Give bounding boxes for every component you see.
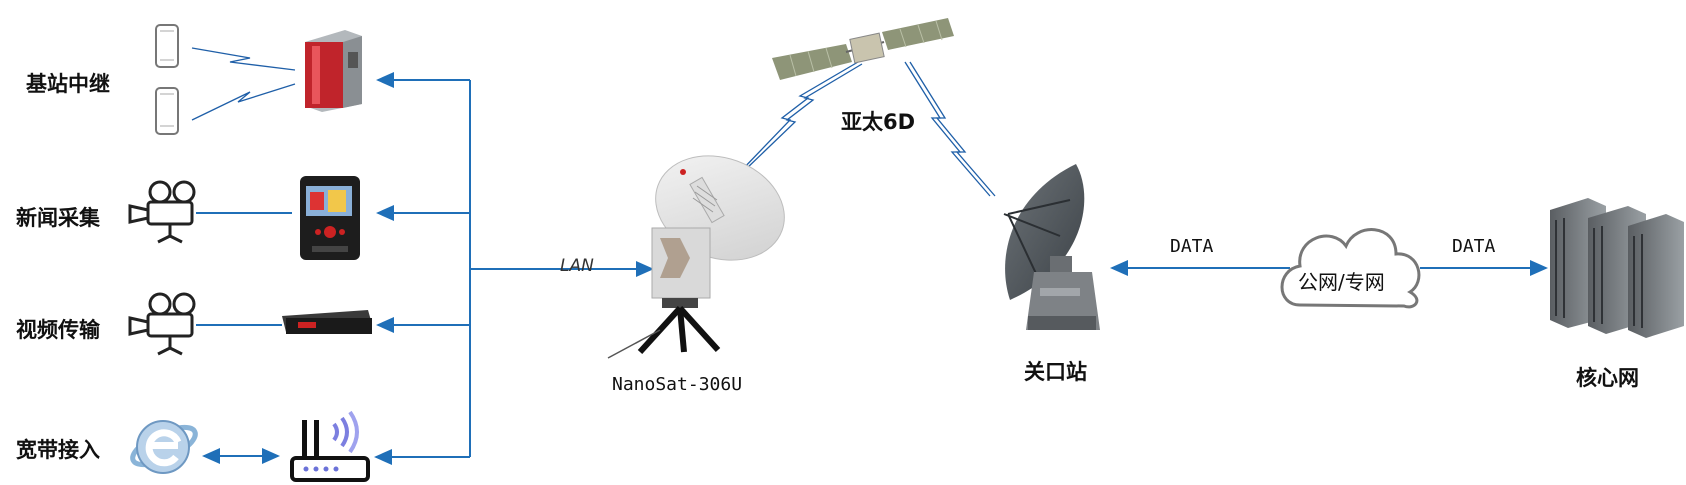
phone-icon	[155, 87, 179, 135]
video-encoder-icon	[282, 310, 372, 334]
label-gateway: 关口站	[1024, 360, 1087, 384]
news-encoder-icon	[300, 176, 360, 260]
label-terminal: NanoSat-306U	[612, 374, 743, 395]
phone-icon	[155, 24, 179, 68]
router-icon	[290, 410, 370, 482]
label-broadband: 宽带接入	[16, 438, 100, 462]
label-lan: LAN	[560, 256, 594, 276]
label-news: 新闻采集	[16, 206, 100, 230]
label-satellite: 亚太6D	[841, 110, 916, 134]
label-core: 核心网	[1576, 366, 1639, 390]
label-video: 视频传输	[16, 318, 100, 342]
satellite-icon	[772, 18, 954, 80]
cloud-icon	[1280, 228, 1421, 309]
camera-icon	[128, 292, 196, 356]
label-data-right: DATA	[1452, 236, 1496, 257]
internet-explorer-icon	[130, 420, 198, 474]
label-base-station: 基站中继	[26, 72, 110, 96]
server-rack-icon	[1550, 198, 1684, 338]
label-data-left: DATA	[1170, 236, 1214, 257]
nanosat-terminal-icon	[607, 155, 785, 359]
lan-bus	[196, 72, 654, 465]
camera-icon	[128, 180, 196, 244]
label-cloud: 公网/专网	[1298, 270, 1385, 294]
base-station-icon	[305, 30, 362, 112]
wireless-links	[191, 47, 996, 197]
gateway-dish-icon	[1003, 164, 1100, 330]
